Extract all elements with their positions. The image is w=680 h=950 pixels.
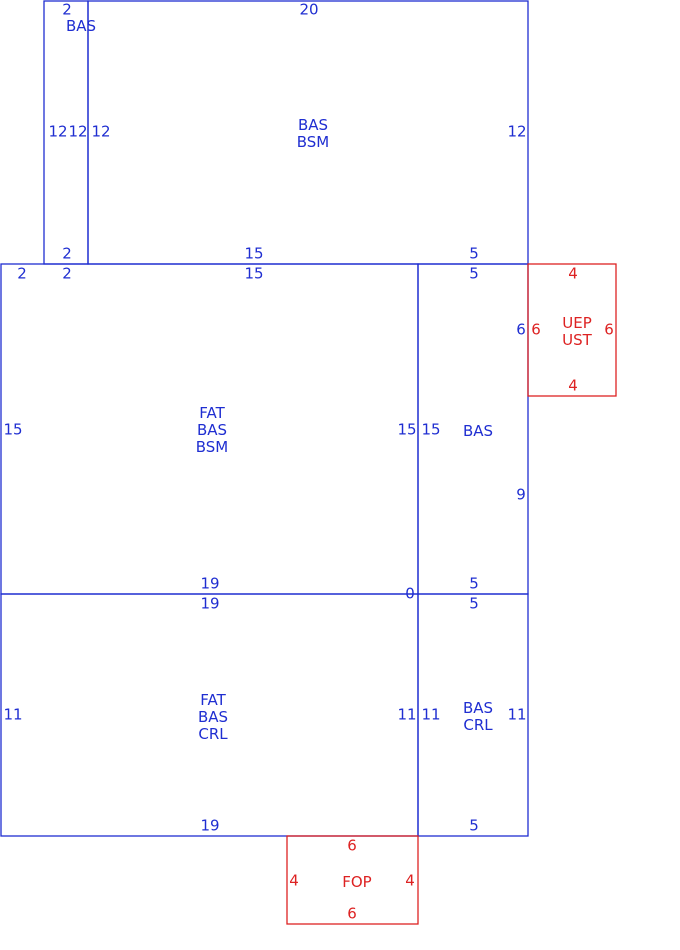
room-label-bas-strip: BAS bbox=[66, 17, 96, 35]
room-label-line: BAS bbox=[298, 116, 328, 134]
room-label-line: BSM bbox=[297, 133, 330, 151]
room-outline-uep-ust bbox=[527, 263, 617, 397]
dimension-label-fat-bas-bsm-left: 15 bbox=[3, 421, 22, 439]
dimension-label-bas-right-bottom: 5 bbox=[469, 575, 479, 593]
dimension-label-fop-left: 4 bbox=[289, 872, 299, 890]
dimension-label-fat-bas-bsm-corner: 0 bbox=[405, 585, 415, 603]
dimension-label-bas-bsm-upper-bottom-right: 5 bbox=[469, 245, 479, 263]
room-label-line: FOP bbox=[342, 873, 371, 891]
dimension-label-bas-right-left: 15 bbox=[421, 421, 440, 439]
dimension-label-bas-right-right-upper: 6 bbox=[516, 321, 526, 339]
room-outlines bbox=[0, 0, 617, 925]
dimension-label-bas-bsm-upper-top: 20 bbox=[299, 1, 318, 19]
dimension-label-bas-bsm-upper-right: 12 bbox=[507, 123, 526, 141]
dimension-label-bas-strip-top: 2 bbox=[62, 1, 72, 19]
room-outline-fop bbox=[286, 835, 419, 925]
room-label-line: UEP bbox=[562, 314, 592, 332]
dimension-label-fat-bas-crl-bottom: 19 bbox=[200, 817, 219, 835]
room-label-line: UST bbox=[562, 331, 593, 349]
room-label-line: FAT bbox=[199, 404, 225, 422]
dimension-label-bas-bsm-upper-bottom: 15 bbox=[244, 245, 263, 263]
dimension-label-uep-ust-top: 4 bbox=[568, 265, 578, 283]
dimension-label-uep-ust-bottom: 4 bbox=[568, 377, 578, 395]
dimension-label-fop-bottom: 6 bbox=[347, 905, 357, 923]
dimension-label-bas-strip-left: 12 bbox=[48, 123, 67, 141]
dimension-label-bas-crl-bottom: 5 bbox=[469, 817, 479, 835]
room-label-line: BSM bbox=[196, 438, 229, 456]
dimension-label-fop-right: 4 bbox=[405, 872, 415, 890]
dimension-label-bas-right-top: 5 bbox=[469, 265, 479, 283]
dimension-label-uep-ust-right: 6 bbox=[604, 321, 614, 339]
dimension-label-fat-bas-bsm-top-left: 2 bbox=[17, 265, 27, 283]
dimension-label-bas-strip-bottom: 2 bbox=[62, 245, 72, 263]
dimension-label-fat-bas-crl-top: 19 bbox=[200, 595, 219, 613]
room-label-bas-right: BAS bbox=[463, 422, 493, 440]
dimension-label-fat-bas-bsm-right: 15 bbox=[397, 421, 416, 439]
room-label-line: CRL bbox=[198, 725, 228, 743]
dimension-label-fat-bas-crl-right: 11 bbox=[397, 706, 416, 724]
dimension-label-bas-strip-right: 12 bbox=[68, 123, 87, 141]
dimension-label-fop-top: 6 bbox=[347, 837, 357, 855]
dimension-label-bas-crl-right: 11 bbox=[507, 706, 526, 724]
dimension-label-fat-bas-bsm-top-a: 2 bbox=[62, 265, 72, 283]
dimension-label-bas-bsm-upper-left: 12 bbox=[91, 123, 110, 141]
room-label-line: CRL bbox=[463, 716, 493, 734]
dimension-label-fat-bas-crl-left: 11 bbox=[3, 706, 22, 724]
room-outline-bas-crl bbox=[417, 593, 529, 837]
dimension-label-fat-bas-bsm-bottom: 19 bbox=[200, 575, 219, 593]
room-label-fop: FOP bbox=[342, 873, 371, 891]
dimension-label-bas-right-right-lower: 9 bbox=[516, 486, 526, 504]
dimension-label-fat-bas-bsm-top-b: 15 bbox=[244, 265, 263, 283]
dimension-label-uep-ust-left: 6 bbox=[531, 321, 541, 339]
room-label-line: BAS bbox=[66, 17, 96, 35]
dimension-label-bas-crl-top: 5 bbox=[469, 595, 479, 613]
room-label-line: BAS bbox=[198, 708, 228, 726]
room-label-line: BAS bbox=[463, 422, 493, 440]
dimension-label-bas-crl-left: 11 bbox=[421, 706, 440, 724]
room-label-line: BAS bbox=[463, 699, 493, 717]
room-label-line: BAS bbox=[197, 421, 227, 439]
room-label-line: FAT bbox=[200, 691, 226, 709]
